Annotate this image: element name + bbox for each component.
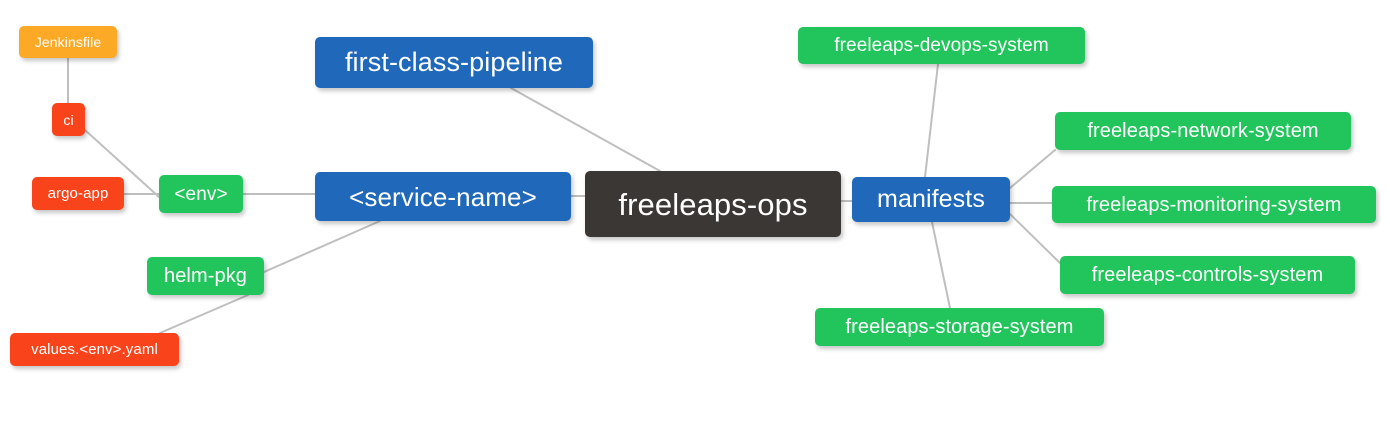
edge-values-yaml-to-helm-pkg — [159, 294, 249, 334]
node-ci[interactable]: ci — [52, 103, 85, 136]
node-first-class-pipeline[interactable]: first-class-pipeline — [315, 37, 593, 88]
node-freeleaps-controls-system[interactable]: freeleaps-controls-system — [1060, 256, 1355, 294]
node-argo-app[interactable]: argo-app — [32, 177, 124, 210]
edge-first-class-pipeline-to-freeleaps-ops — [510, 87, 661, 172]
node-freeleaps-monitoring-system[interactable]: freeleaps-monitoring-system — [1052, 186, 1376, 223]
node-freeleaps-network-system[interactable]: freeleaps-network-system — [1055, 112, 1351, 150]
node-values-yaml[interactable]: values.<env>.yaml — [10, 333, 179, 366]
node-freeleaps-devops-system[interactable]: freeleaps-devops-system — [798, 27, 1085, 64]
node-helm-pkg[interactable]: helm-pkg — [147, 257, 264, 295]
edge-freeleaps-storage-system-to-manifests — [931, 221, 951, 309]
node-manifests[interactable]: manifests — [852, 177, 1010, 222]
node-jenkinsfile[interactable]: Jenkinsfile — [19, 26, 117, 58]
node-service-name[interactable]: <service-name> — [315, 172, 571, 221]
node-freeleaps-storage-system[interactable]: freeleaps-storage-system — [815, 308, 1104, 346]
edge-freeleaps-network-system-to-manifests — [1009, 149, 1056, 189]
node-freeleaps-ops[interactable]: freeleaps-ops — [585, 171, 841, 237]
node-env[interactable]: <env> — [159, 175, 243, 213]
edge-freeleaps-devops-system-to-manifests — [924, 63, 939, 178]
edge-helm-pkg-to-service-name — [263, 220, 381, 273]
